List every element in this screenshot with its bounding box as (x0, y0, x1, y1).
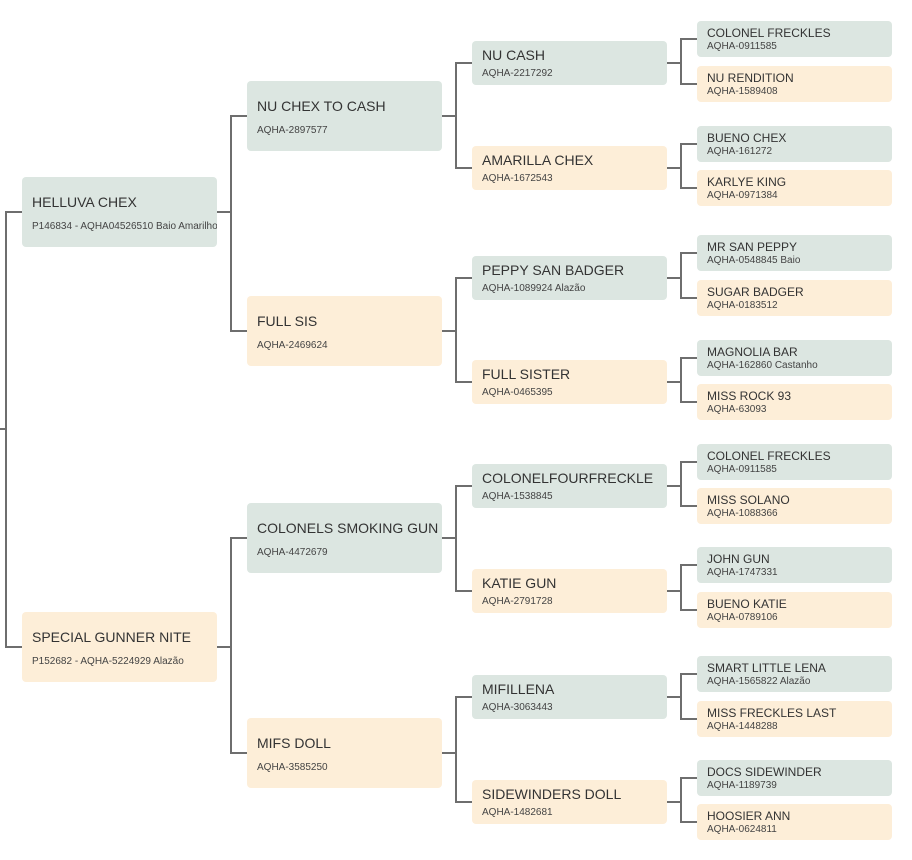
horse-card-sire[interactable]: HELLUVA CHEX P146834 - AQHA04526510 Baio… (22, 177, 217, 247)
horse-registration: AQHA-1565822 Alazão (707, 676, 811, 687)
horse-name: FULL SISTER (482, 366, 571, 382)
horse-name: SMART LITTLE LENA (707, 661, 826, 675)
horse-name: HOOSIER ANN (707, 809, 791, 823)
horse-name: COLONELS SMOKING GUN (257, 520, 439, 536)
horse-name: COLONEL FRECKLES (707, 26, 831, 40)
horse-card-sire-sire[interactable]: NU CHEX TO CASH AQHA-2897577 (247, 81, 442, 151)
horse-name: FULL SIS (257, 313, 318, 329)
horse-registration: P152682 - AQHA-5224929 Alazão (32, 656, 184, 667)
horse-registration: AQHA-0971384 (707, 190, 778, 201)
horse-registration: AQHA-1448288 (707, 721, 778, 732)
horse-registration: AQHA-1089924 Alazão (482, 283, 586, 294)
horse-registration: AQHA-1538845 (482, 491, 553, 502)
horse-registration: AQHA-4472679 (257, 547, 328, 558)
horse-registration: AQHA-1747331 (707, 567, 778, 578)
horse-card-dam-dam-dam[interactable]: SIDEWINDERS DOLL AQHA-1482681 (472, 780, 667, 824)
horse-registration: AQHA-1088366 (707, 508, 778, 519)
horse-name: SIDEWINDERS DOLL (482, 786, 622, 802)
horse-card-sire-dam[interactable]: FULL SIS AQHA-2469624 (247, 296, 442, 366)
horse-registration: AQHA-1589408 (707, 86, 778, 97)
horse-card-dam-dam[interactable]: MIFS DOLL AQHA-3585250 (247, 718, 442, 788)
horse-card-sire-dam-sire[interactable]: PEPPY SAN BADGER AQHA-1089924 Alazão (472, 256, 667, 300)
horse-name: NU CHEX TO CASH (257, 98, 386, 114)
horse-registration: AQHA-2217292 (482, 68, 553, 79)
horse-card-g4[interactable]: MAGNOLIA BAR AQHA-162860 Castanho (697, 340, 892, 376)
horse-registration: AQHA-0789106 (707, 612, 778, 623)
horse-registration: P146834 - AQHA04526510 Baio Amarilho (32, 221, 217, 232)
horse-name: COLONEL FRECKLES (707, 449, 831, 463)
horse-card-sire-sire-sire[interactable]: NU CASH AQHA-2217292 (472, 41, 667, 85)
horse-card-sire-sire-dam[interactable]: AMARILLA CHEX AQHA-1672543 (472, 146, 667, 190)
horse-registration: AQHA-162860 Castanho (707, 360, 818, 371)
horse-registration: AQHA-0624811 (707, 824, 777, 835)
horse-registration: AQHA-0911585 (707, 41, 777, 52)
horse-registration: AQHA-0911585 (707, 464, 777, 475)
horse-card-dam[interactable]: SPECIAL GUNNER NITE P152682 - AQHA-52249… (22, 612, 217, 682)
horse-name: SUGAR BADGER (707, 285, 804, 299)
horse-registration: AQHA-2791728 (482, 596, 553, 607)
horse-card-g4[interactable]: MR SAN PEPPY AQHA-0548845 Baio (697, 235, 892, 271)
horse-card-g4[interactable]: DOCS SIDEWINDER AQHA-1189739 (697, 760, 892, 796)
horse-registration: AQHA-2897577 (257, 125, 328, 136)
horse-card-g4[interactable]: BUENO CHEX AQHA-161272 (697, 126, 892, 162)
horse-name: HELLUVA CHEX (32, 194, 137, 210)
horse-card-g4[interactable]: COLONEL FRECKLES AQHA-0911585 (697, 444, 892, 480)
horse-name: KARLYE KING (707, 175, 787, 189)
horse-card-g4[interactable]: SUGAR BADGER AQHA-0183512 (697, 280, 892, 316)
horse-card-g4[interactable]: MISS FRECKLES LAST AQHA-1448288 (697, 701, 892, 737)
horse-card-g4[interactable]: MISS SOLANO AQHA-1088366 (697, 488, 892, 524)
horse-name: MISS ROCK 93 (707, 389, 792, 403)
horse-registration: AQHA-63093 (707, 404, 767, 415)
horse-registration: AQHA-1482681 (482, 807, 553, 818)
horse-name: DOCS SIDEWINDER (707, 765, 822, 779)
horse-card-g4[interactable]: SMART LITTLE LENA AQHA-1565822 Alazão (697, 656, 892, 692)
horse-card-g4[interactable]: COLONEL FRECKLES AQHA-0911585 (697, 21, 892, 57)
horse-name: MR SAN PEPPY (707, 240, 798, 254)
horse-card-dam-sire-dam[interactable]: KATIE GUN AQHA-2791728 (472, 569, 667, 613)
horse-registration: AQHA-3585250 (257, 762, 328, 773)
horse-name: KATIE GUN (482, 575, 557, 591)
horse-card-dam-sire-sire[interactable]: COLONELFOURFRECKLE AQHA-1538845 (472, 464, 667, 508)
horse-name: NU RENDITION (707, 71, 794, 85)
horse-name: COLONELFOURFRECKLE (482, 470, 654, 486)
horse-card-g4[interactable]: NU RENDITION AQHA-1589408 (697, 66, 892, 102)
horse-registration: AQHA-3063443 (482, 702, 553, 713)
horse-name: JOHN GUN (707, 552, 770, 566)
horse-registration: AQHA-1672543 (482, 173, 553, 184)
horse-registration: AQHA-0465395 (482, 387, 553, 398)
horse-name: MISS SOLANO (707, 493, 790, 507)
horse-name: PEPPY SAN BADGER (482, 262, 625, 278)
horse-card-g4[interactable]: KARLYE KING AQHA-0971384 (697, 170, 892, 206)
horse-card-g4[interactable]: JOHN GUN AQHA-1747331 (697, 547, 892, 583)
horse-name: MIFS DOLL (257, 735, 331, 751)
horse-registration: AQHA-161272 (707, 146, 773, 157)
horse-card-sire-dam-dam[interactable]: FULL SISTER AQHA-0465395 (472, 360, 667, 404)
horse-name: BUENO CHEX (707, 131, 787, 145)
horse-name: BUENO KATIE (707, 597, 787, 611)
horse-card-dam-dam-sire[interactable]: MIFILLENA AQHA-3063443 (472, 675, 667, 719)
horse-name: MAGNOLIA BAR (707, 345, 798, 359)
horse-name: SPECIAL GUNNER NITE (32, 629, 191, 645)
horse-name: MISS FRECKLES LAST (707, 706, 837, 720)
horse-card-g4[interactable]: BUENO KATIE AQHA-0789106 (697, 592, 892, 628)
horse-card-dam-sire[interactable]: COLONELS SMOKING GUN AQHA-4472679 (247, 503, 442, 573)
horse-card-g4[interactable]: MISS ROCK 93 AQHA-63093 (697, 384, 892, 420)
horse-name: AMARILLA CHEX (482, 152, 594, 168)
horse-name: NU CASH (482, 47, 546, 63)
horse-registration: AQHA-2469624 (257, 340, 328, 351)
horse-registration: AQHA-1189739 (707, 780, 777, 791)
horse-card-g4[interactable]: HOOSIER ANN AQHA-0624811 (697, 804, 892, 840)
horse-name: MIFILLENA (482, 681, 555, 697)
horse-registration: AQHA-0183512 (707, 300, 778, 311)
horse-registration: AQHA-0548845 Baio (707, 255, 801, 266)
